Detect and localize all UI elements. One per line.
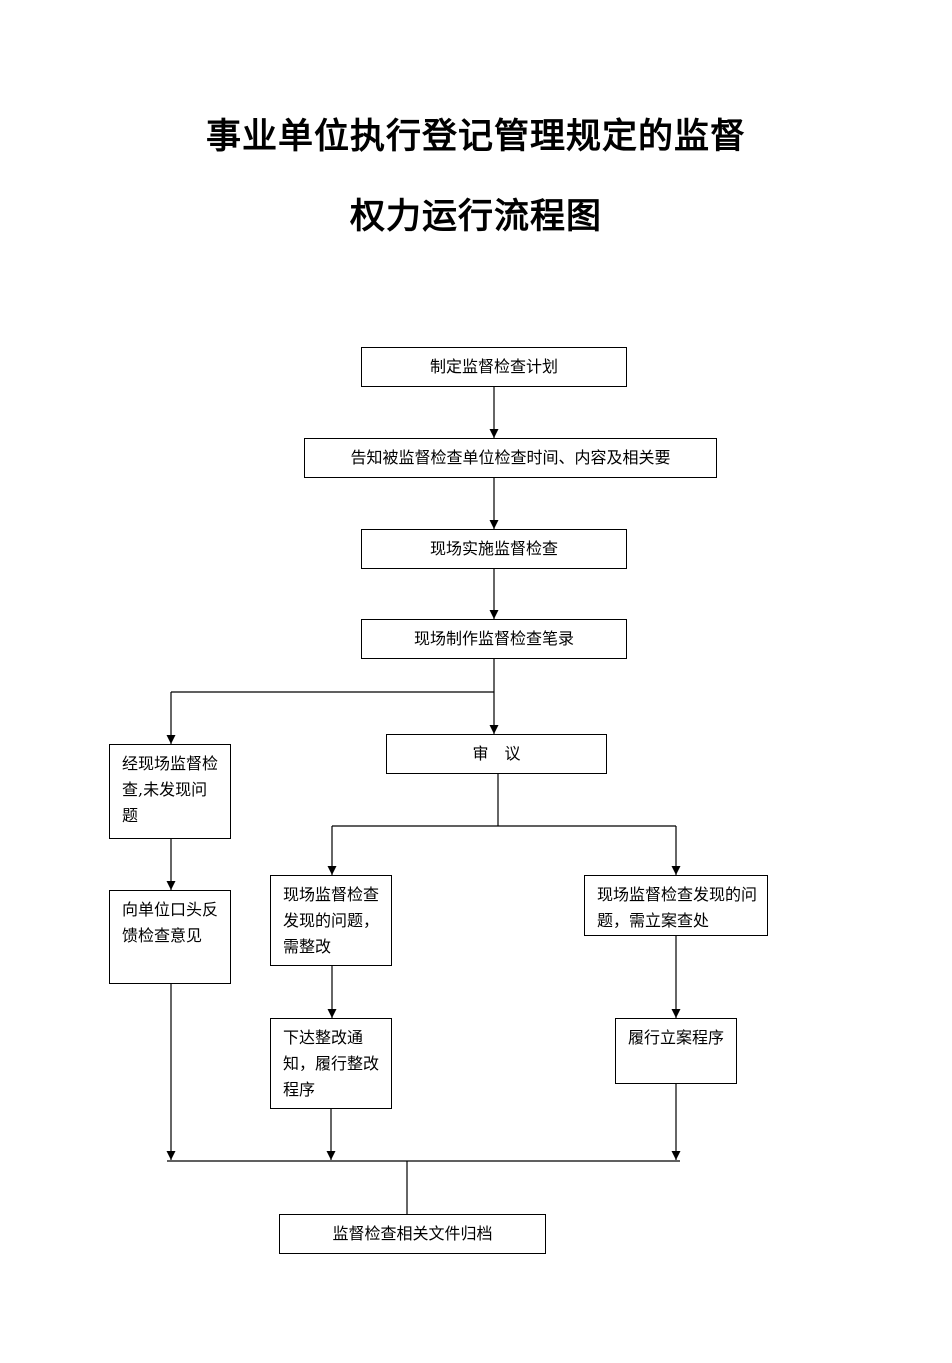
node-plan: 制定监督检查计划 [361,347,627,387]
node-case-procedure: 履行立案程序 [615,1018,737,1084]
node-notify: 告知被监督检查单位检查时间、内容及相关要 [304,438,717,478]
node-archive: 监督检查相关文件归档 [279,1214,546,1254]
node-oral-feedback: 向单位口头反馈检查意见 [109,890,231,984]
page-title-line-2: 权力运行流程图 [349,196,602,237]
node-case-found: 现场监督检查发现的问题，需立案查处 [584,875,768,936]
node-record: 现场制作监督检查笔录 [361,619,627,659]
node-review: 审 议 [386,734,607,774]
node-rectify-notice: 下达整改通知，履行整改程序 [270,1018,392,1109]
node-onsite-inspect: 现场实施监督检查 [361,529,627,569]
node-rectify-found: 现场监督检查发现的问题，需整改 [270,875,392,966]
node-no-problem: 经现场监督检查,未发现问题 [109,744,231,839]
page-title-line-1: 事业单位执行登记管理规定的监督 [205,116,746,157]
